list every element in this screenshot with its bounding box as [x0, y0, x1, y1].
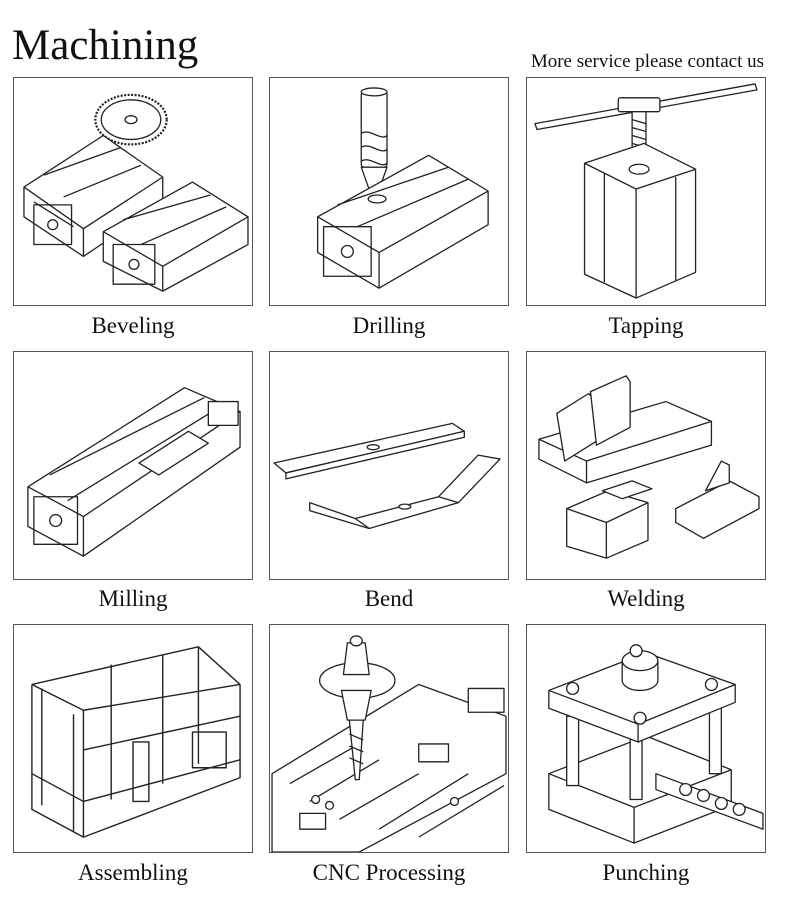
label-bend: Bend	[364, 586, 414, 611]
tile-welding	[526, 351, 766, 580]
milling-illustration	[14, 352, 252, 579]
label-assembling: Assembling	[78, 860, 188, 885]
label-drilling: Drilling	[352, 313, 426, 338]
label-beveling: Beveling	[91, 313, 175, 338]
tile-drilling	[269, 77, 509, 306]
label-welding: Welding	[607, 586, 685, 611]
page-title: Machining	[12, 22, 199, 69]
punching-illustration	[527, 625, 765, 852]
cnc-processing-illustration	[270, 625, 508, 852]
bend-illustration	[270, 352, 508, 579]
label-milling: Milling	[98, 586, 168, 611]
tile-punching	[526, 624, 766, 853]
beveling-illustration	[14, 78, 252, 305]
tile-milling	[13, 351, 253, 580]
label-punching: Punching	[602, 860, 690, 885]
tile-assembling	[13, 624, 253, 853]
contact-note: More service please contact us	[530, 51, 764, 72]
assembling-illustration	[14, 625, 252, 852]
welding-illustration	[527, 352, 765, 579]
tile-beveling	[13, 77, 253, 306]
tile-tapping	[526, 77, 766, 306]
tapping-illustration	[527, 78, 765, 305]
drilling-illustration	[270, 78, 508, 305]
tile-bend	[269, 351, 509, 580]
label-cnc-processing: CNC Processing	[312, 860, 466, 885]
label-tapping: Tapping	[608, 313, 684, 338]
tile-cnc-processing	[269, 624, 509, 853]
